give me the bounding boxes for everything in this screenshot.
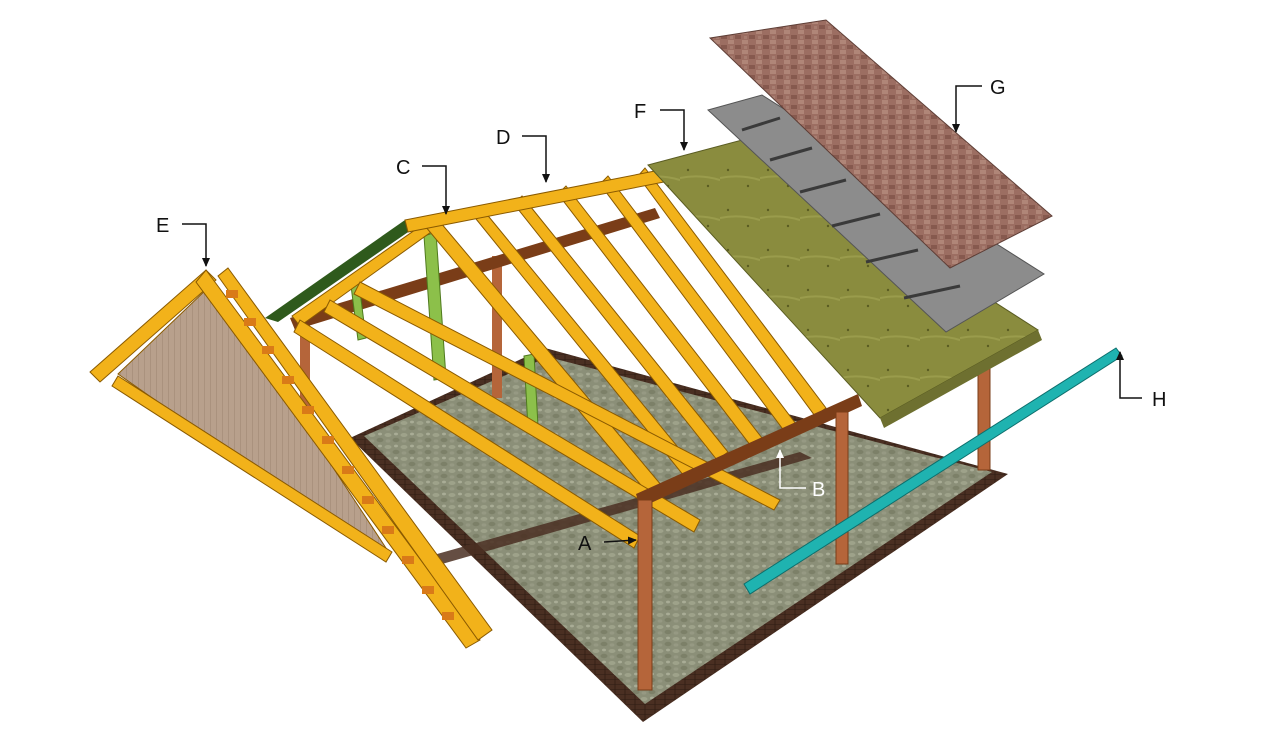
callout-e: E: [156, 215, 210, 267]
rafter-front-left-2: [323, 299, 701, 533]
gable-end: [89, 267, 493, 649]
rafters: [265, 167, 827, 549]
callout-label-e: E: [156, 215, 169, 237]
callout-label-c: C: [396, 157, 410, 179]
sheathing-edge: [880, 330, 1042, 428]
callout-label-b: B: [812, 479, 825, 501]
gable-blocks: [226, 290, 454, 620]
front-beam: [636, 394, 862, 508]
gable-bottom-chord: [111, 375, 393, 563]
callout-label-d: D: [496, 127, 510, 149]
callout-label-g: G: [990, 77, 1006, 99]
rafter-front-left: [293, 319, 641, 549]
callout-d: D: [496, 127, 550, 183]
gable-rafter-left: [89, 269, 217, 383]
post-rear-mid: [492, 256, 502, 398]
post-front-left: [637, 499, 653, 691]
gable-rafter-right: [195, 269, 481, 649]
roof-shingles: [708, 19, 1053, 269]
callout-label-f: F: [634, 101, 646, 123]
roof-sheathing: [647, 139, 1042, 428]
callout-b: B: [776, 449, 825, 501]
callout-h: H: [1116, 351, 1166, 411]
callout-label-a: A: [578, 533, 592, 555]
gable-fascia: [217, 267, 493, 641]
post-front-mid: [835, 411, 849, 565]
callout-c: C: [396, 157, 450, 215]
callout-f: F: [634, 101, 688, 151]
callout-a: A: [578, 533, 637, 555]
rafter-front-left-3: [353, 281, 781, 511]
callout-g: G: [952, 77, 1006, 133]
end-rafter-dark: [265, 220, 414, 322]
asphalt-shingles: [708, 19, 1053, 269]
callout-label-h: H: [1152, 389, 1166, 411]
roofing-felt: [707, 94, 1045, 333]
rafter-left-slope: [291, 215, 446, 327]
slab-stone-surface: [364, 357, 992, 704]
